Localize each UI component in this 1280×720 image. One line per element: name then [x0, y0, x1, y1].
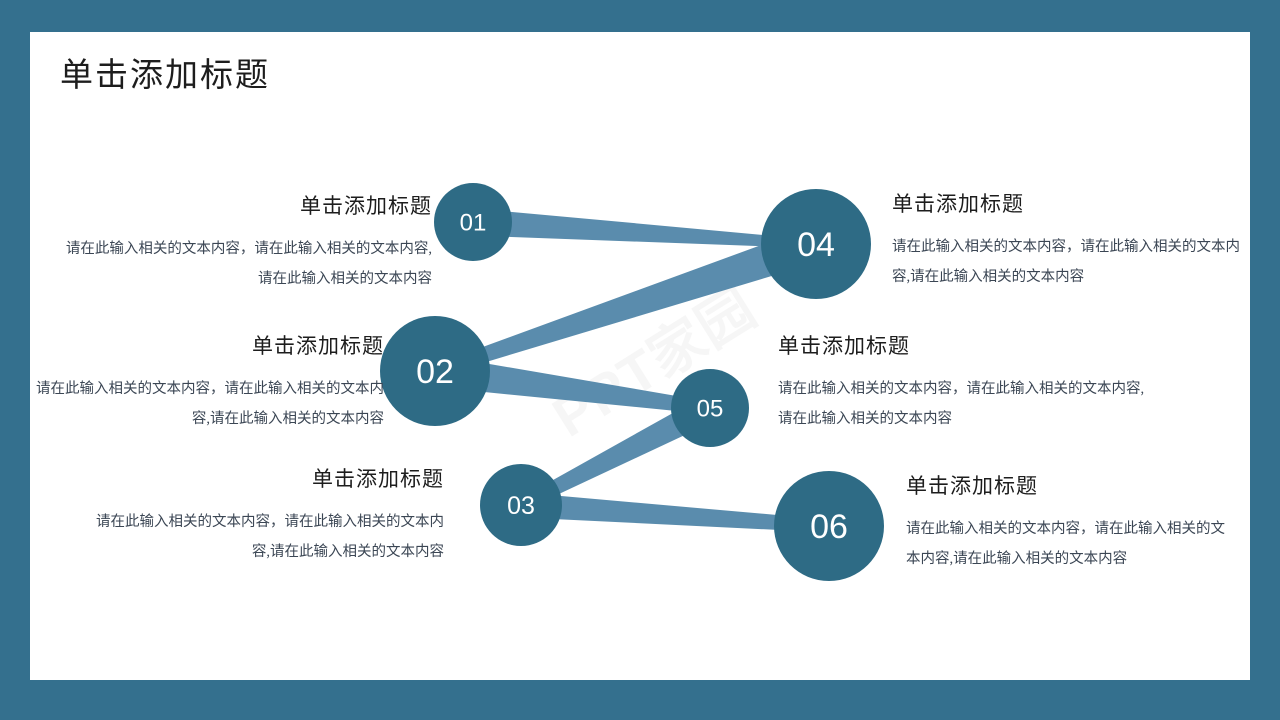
- block-body-04: 请在此输入相关的文本内容，请在此输入相关的文本内容,请在此输入相关的文本内容: [892, 239, 1240, 285]
- node-circle-06[interactable]: 06: [774, 471, 884, 581]
- node-group: 01 02 03 04 05 06: [380, 183, 884, 581]
- text-block-03[interactable]: 单击添加标题 请在此输入相关的文本内容，请在此输入相关的文本内容,请在此输入相关…: [92, 463, 444, 567]
- node-label-01: 01: [460, 210, 487, 237]
- node-circle-05[interactable]: 05: [671, 369, 749, 447]
- page-title: 单击添加标题: [60, 58, 270, 94]
- node-circle-04[interactable]: 04: [761, 189, 871, 299]
- block-heading-01: 单击添加标题: [300, 194, 432, 218]
- node-disc-02: [380, 316, 490, 426]
- node-disc-01: [434, 183, 512, 261]
- node-circle-01[interactable]: 01: [434, 183, 512, 261]
- block-heading-06: 单击添加标题: [906, 474, 1038, 498]
- node-circle-02[interactable]: 02: [380, 316, 490, 426]
- node-disc-04: [761, 189, 871, 299]
- text-block-06[interactable]: 单击添加标题 请在此输入相关的文本内容，请在此输入相关的文本内容,请在此输入相关…: [906, 470, 1236, 574]
- block-heading-04: 单击添加标题: [892, 192, 1024, 216]
- node-circle-03[interactable]: 03: [480, 464, 562, 546]
- text-block-04[interactable]: 单击添加标题 请在此输入相关的文本内容，请在此输入相关的文本内容,请在此输入相关…: [892, 188, 1240, 292]
- node-disc-03: [480, 464, 562, 546]
- text-block-01[interactable]: 单击添加标题 请在此输入相关的文本内容，请在此输入相关的文本内容,请在此输入相关…: [60, 190, 432, 294]
- block-body-02: 请在此输入相关的文本内容，请在此输入相关的文本内容,请在此输入相关的文本内容: [36, 381, 384, 427]
- node-label-04: 04: [797, 226, 835, 264]
- node-label-02: 02: [416, 353, 454, 391]
- node-disc-06: [774, 471, 884, 581]
- node-label-03: 03: [507, 492, 535, 520]
- block-heading-05: 单击添加标题: [778, 334, 910, 358]
- block-body-03: 请在此输入相关的文本内容，请在此输入相关的文本内容,请在此输入相关的文本内容: [96, 514, 444, 560]
- node-disc-05: [671, 369, 749, 447]
- node-label-06: 06: [810, 508, 848, 546]
- block-heading-03: 单击添加标题: [312, 467, 444, 491]
- block-body-06: 请在此输入相关的文本内容，请在此输入相关的文本内容,请在此输入相关的文本内容: [906, 521, 1225, 567]
- text-block-05[interactable]: 单击添加标题 请在此输入相关的文本内容，请在此输入相关的文本内容,请在此输入相关…: [778, 330, 1150, 434]
- text-block-02[interactable]: 单击添加标题 请在此输入相关的文本内容，请在此输入相关的文本内容,请在此输入相关…: [24, 330, 384, 434]
- node-label-05: 05: [697, 396, 724, 423]
- block-body-01: 请在此输入相关的文本内容，请在此输入相关的文本内容,请在此输入相关的文本内容: [65, 241, 432, 287]
- block-heading-02: 单击添加标题: [252, 334, 384, 358]
- block-body-05: 请在此输入相关的文本内容，请在此输入相关的文本内容,请在此输入相关的文本内容: [778, 381, 1145, 427]
